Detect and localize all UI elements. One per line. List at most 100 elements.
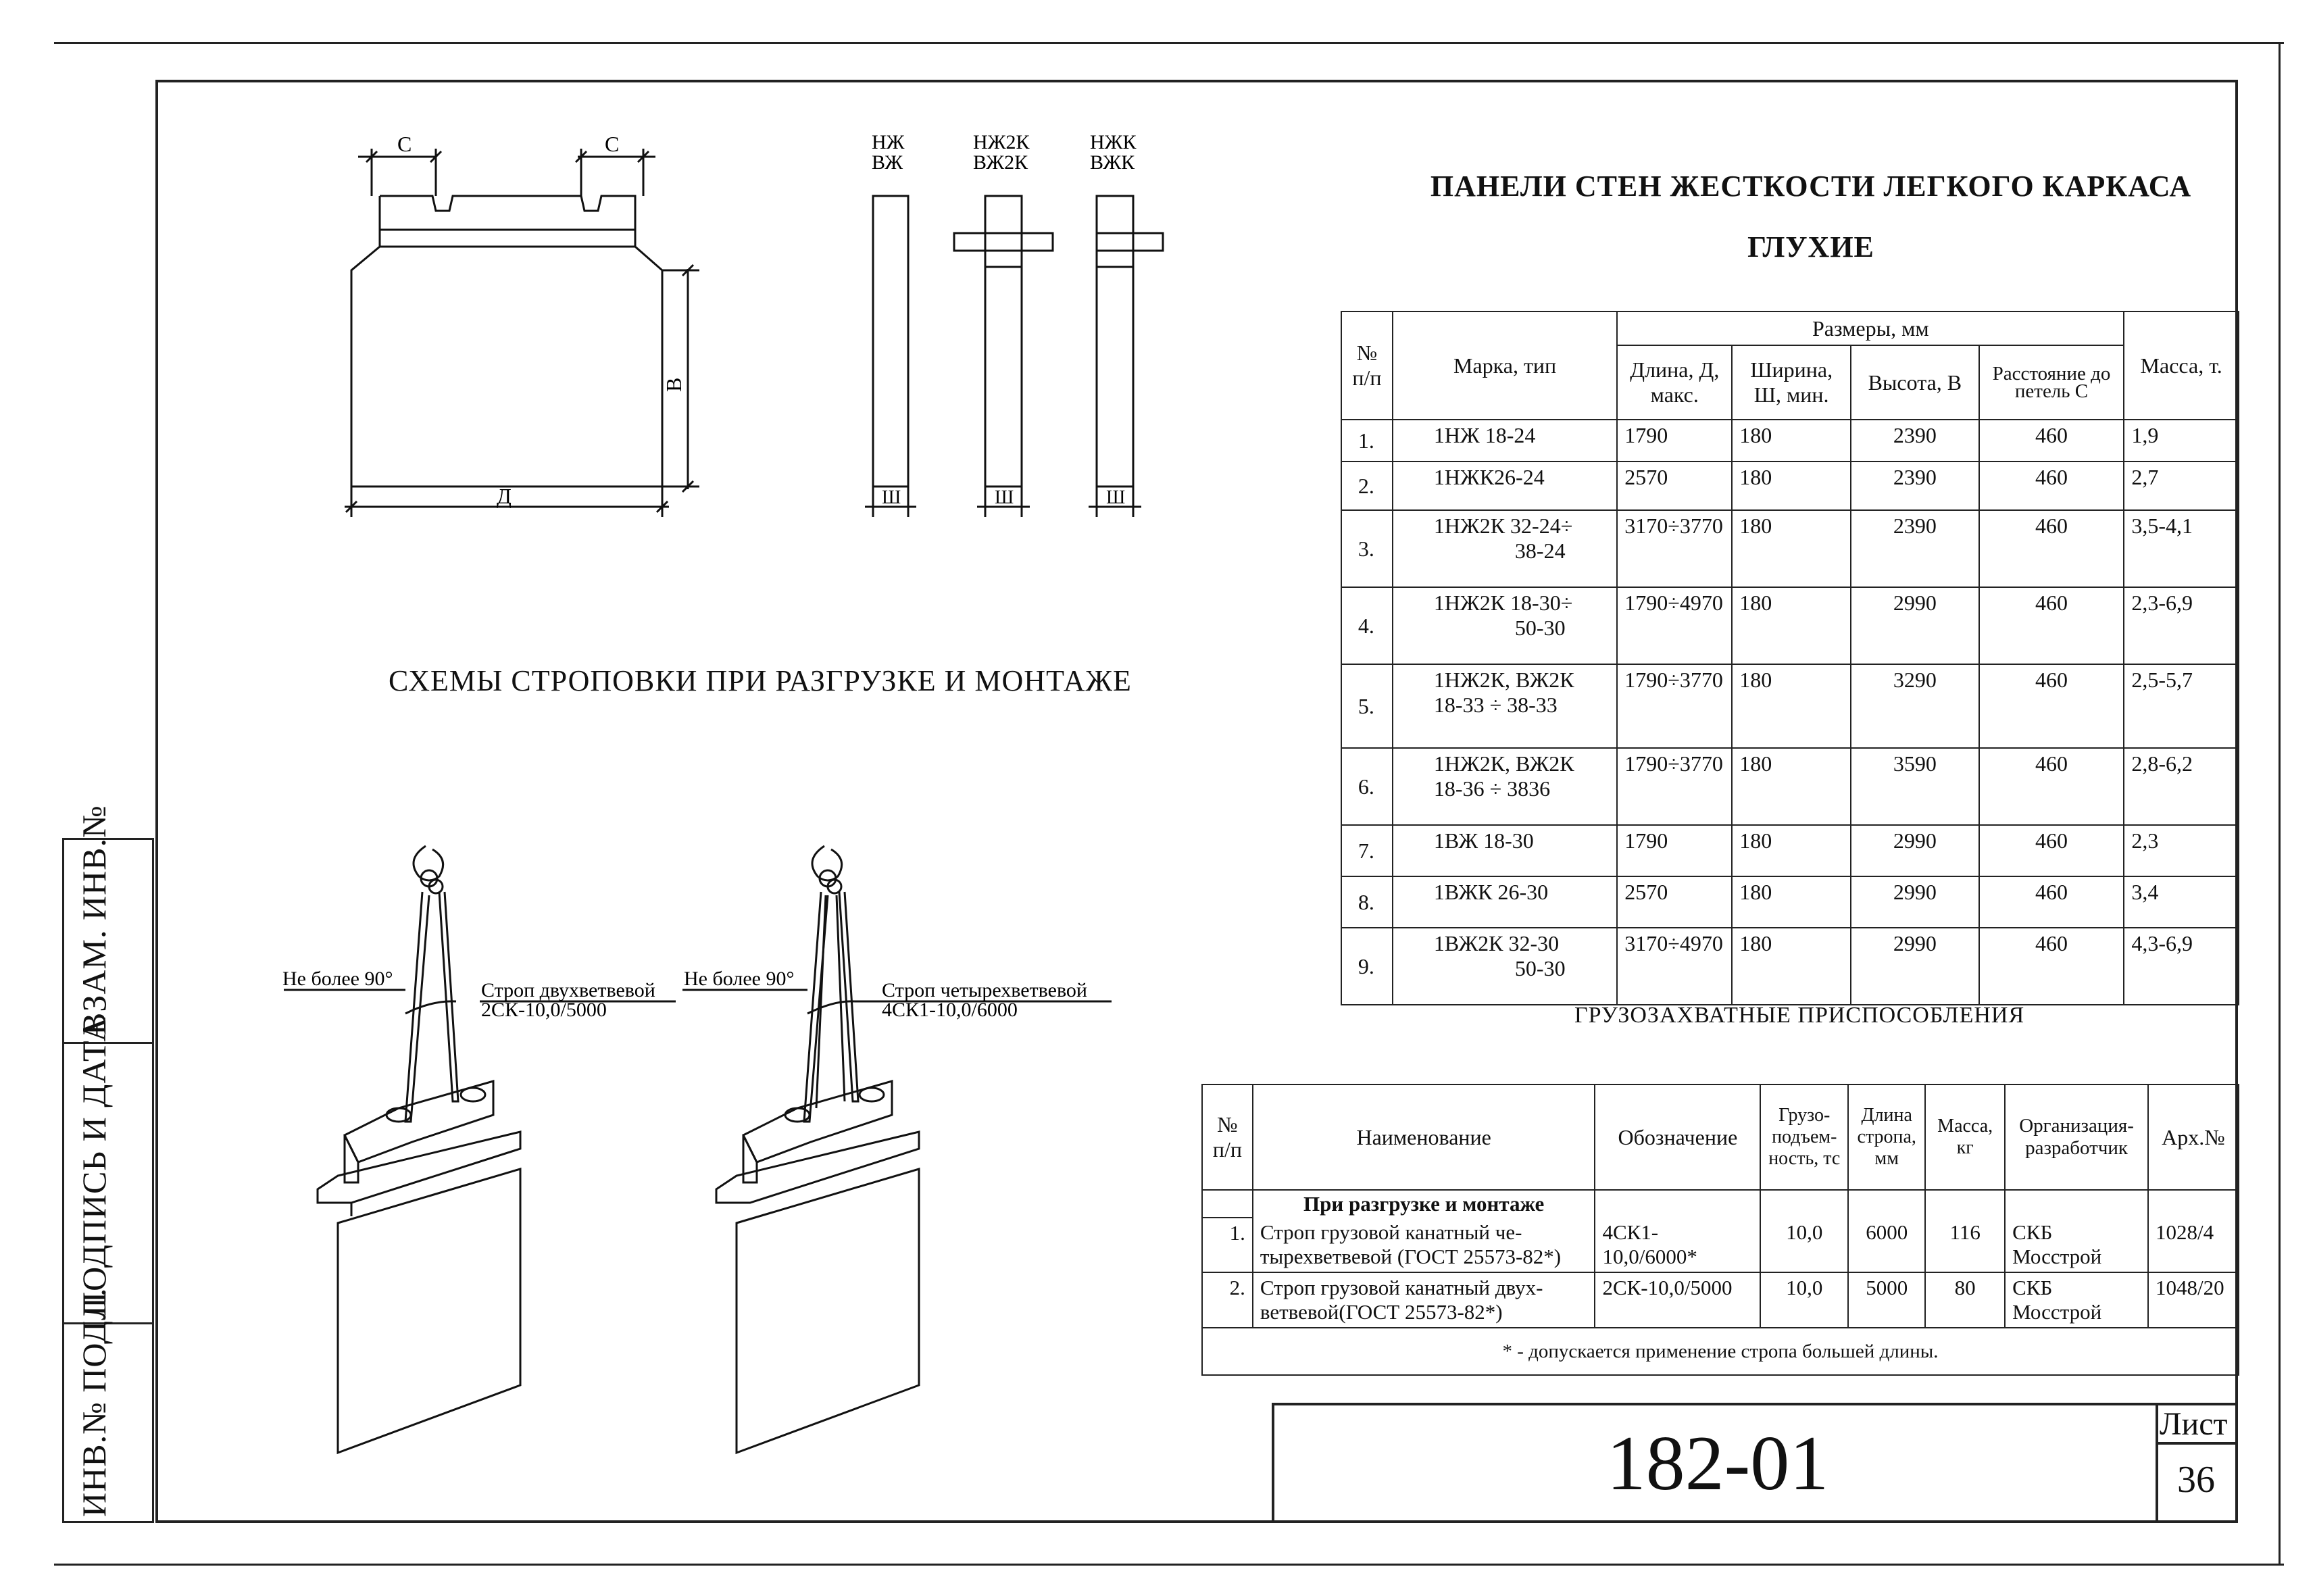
cell-mass: 2,5-5,7 (2123, 664, 2239, 749)
cell-loops: 460 (1978, 461, 2125, 511)
dev-col-mass: Масса, кг (1924, 1084, 2006, 1191)
cell-loops: 460 (1978, 587, 2125, 665)
dim-d-label: Д (497, 484, 512, 508)
cell-mass: 3,5-4,1 (2123, 509, 2239, 588)
mark-line-1: 1НЖ2К 32-24÷ (1433, 514, 1573, 538)
cell-mass: 3,4 (2123, 876, 2239, 928)
cell-width: 180 (1731, 509, 1852, 588)
cell-mass: 2,3-6,9 (2123, 587, 2239, 665)
dev-cell-mass: 80 (1924, 1272, 2006, 1328)
mark-line-1: 1НЖ2К, ВЖ2К (1433, 751, 1574, 776)
dev-cell-arch: 1028/4 (2147, 1218, 2239, 1273)
cell-height: 2390 (1850, 419, 1980, 462)
view3-dim-sh: Ш (1106, 487, 1125, 508)
cell-width: 180 (1731, 461, 1852, 511)
dim-b-label: В (662, 378, 686, 392)
mark-line-1: 1НЖК26-24 (1433, 465, 1545, 489)
cell-height: 2990 (1850, 587, 1980, 665)
cell-length: 1790÷4970 (1616, 587, 1733, 665)
devices-title: ГРУЗОЗАХВАТНЫЕ ПРИСПОСОБЛЕНИЯ (1574, 1003, 2025, 1028)
cell-mark: 1НЖ 18-24 (1391, 419, 1618, 462)
dev-cell-length: 5000 (1847, 1272, 1926, 1328)
cell-mark: 1НЖК26-24 (1391, 461, 1618, 511)
cell-mark: 1ВЖ 18-30 (1391, 824, 1618, 877)
cell-num: 4. (1341, 587, 1393, 665)
cell-mark: 1НЖ2К 32-24÷38-24 (1391, 509, 1618, 588)
cell-mass: 2,7 (2123, 461, 2239, 511)
view2-label-1: НЖ2К (973, 131, 1030, 153)
dev-cell-designation: 4СК1-10,0/6000* (1594, 1218, 1762, 1273)
cell-height: 3290 (1850, 664, 1980, 749)
side-cell-inv (62, 1322, 154, 1523)
cell-mass: 4,3-6,9 (2123, 927, 2239, 1005)
dev-cell-capacity: 10,0 (1760, 1272, 1849, 1328)
panels-table: № п/п Марка, тип Размеры, мм Масса, т. Д… (1341, 311, 2239, 1005)
main-title: ПАНЕЛИ СТЕН ЖЕСТКОСТИ ЛЕГКОГО КАРКАСА (1430, 170, 2192, 203)
cell-height: 2390 (1850, 461, 1980, 511)
cell-length: 2570 (1616, 876, 1733, 928)
panel-side-views: НЖ ВЖ НЖ2К ВЖ2К НЖК ВЖК Ш Ш Ш (865, 131, 1164, 517)
cell-loops: 460 (1978, 419, 2125, 462)
cell-width: 180 (1731, 419, 1852, 462)
side-label-podpis: ПОДПИСЬ И ДАТА (75, 1016, 113, 1316)
col-length-header: Длина, Д, макс. (1616, 345, 1733, 420)
sheet-divider (2156, 1403, 2158, 1523)
cell-num: 5. (1341, 664, 1393, 749)
drawing-code: 182-01 (1606, 1420, 1829, 1507)
devices-table: № п/п Наименование Обозначение Грузо- по… (1201, 1084, 2239, 1376)
mark-line-2: 50-30 (1514, 616, 1566, 640)
dev-cell-name: Строп грузовой канатный двух- ветвевой(Г… (1251, 1272, 1596, 1328)
outer-bottom-line (54, 1564, 2284, 1566)
view1-dim-sh: Ш (882, 487, 901, 508)
cell-length: 1790 (1616, 419, 1733, 462)
cell-loops: 460 (1978, 747, 2125, 826)
table-row: 1.Строп грузовой канатный че- тырехветве… (1201, 1218, 2239, 1273)
view2-dim-sh: Ш (995, 487, 1014, 508)
dev-cell-org: СКБ Мосстрой (2004, 1272, 2149, 1328)
dev-cell-length: 6000 (1847, 1218, 1926, 1273)
dim-c-left-label: С (397, 132, 412, 156)
mark-line-1: 1ВЖК 26-30 (1433, 880, 1549, 904)
cell-width: 180 (1731, 876, 1852, 928)
cell-width: 180 (1731, 587, 1852, 665)
cell-mass: 1,9 (2123, 419, 2239, 462)
mark-line-2: 18-33 ÷ 38-33 (1433, 693, 1558, 717)
cell-mark: 1НЖ2К 18-30÷50-30 (1391, 587, 1618, 665)
dev-cell-mass: 116 (1924, 1218, 2006, 1273)
table-row: 2.Строп грузовой канатный двух- ветвевой… (1201, 1272, 2239, 1328)
mark-line-1: 1НЖ2К, ВЖ2К (1433, 668, 1574, 692)
view1-label-1: НЖ (872, 131, 905, 153)
dev-col-designation: Обозначение (1594, 1084, 1762, 1191)
col-width-header: Ширина, Ш, мин. (1731, 345, 1852, 420)
cell-num: 3. (1341, 509, 1393, 588)
panel-front-view: С С В Д (345, 132, 699, 517)
dev-cell-arch: 1048/20 (2147, 1272, 2239, 1328)
cell-loops: 460 (1978, 927, 2125, 1005)
cell-loops: 460 (1978, 509, 2125, 588)
cell-mass: 2,3 (2123, 824, 2239, 877)
dim-c-right-label: С (605, 132, 619, 156)
cell-mark: 1ВЖК 26-30 (1391, 876, 1618, 928)
cell-loops: 460 (1978, 824, 2125, 877)
col-mass-header: Масса, т. (2123, 311, 2239, 420)
col-sizes-header: Размеры, мм (1616, 311, 2125, 346)
cell-width: 180 (1731, 747, 1852, 826)
view2-label-2: ВЖ2К (973, 151, 1028, 174)
mark-line-2: 50-30 (1514, 956, 1566, 980)
cell-width: 180 (1731, 927, 1852, 1005)
dev-col-capacity: Грузо- подъем- ность, тс (1760, 1084, 1849, 1191)
title-block (1272, 1403, 2238, 1523)
cell-num: 1. (1341, 419, 1393, 462)
side-label-inv: ИНВ.№ ПОДЛ. (75, 1287, 113, 1517)
right-angle-label: Не более 90° (684, 968, 794, 990)
dev-col-name: Наименование (1251, 1084, 1596, 1191)
col-mark-header: Марка, тип (1391, 311, 1618, 420)
dev-col-arch: Арх.№ (2147, 1084, 2239, 1191)
